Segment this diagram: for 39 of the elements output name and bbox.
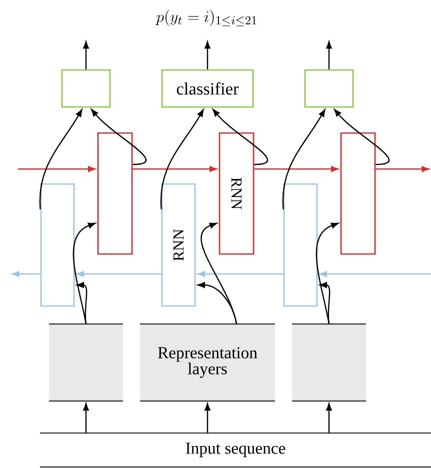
arrow xyxy=(132,166,217,172)
rnn-box xyxy=(40,183,75,307)
arrow xyxy=(18,166,96,172)
representation-box: Representation layers xyxy=(140,323,275,402)
arrow xyxy=(316,222,338,324)
rnn-box xyxy=(97,132,133,255)
arrow xyxy=(91,109,146,166)
arrow xyxy=(12,271,40,277)
arrow xyxy=(72,222,96,324)
arrow xyxy=(376,166,429,172)
rnn-box xyxy=(283,183,318,307)
arrow xyxy=(198,271,284,277)
arrow xyxy=(334,109,390,166)
rnn-box: RNN xyxy=(218,132,254,255)
input-band: Input sequence xyxy=(40,432,431,468)
arrow xyxy=(320,271,431,277)
arrow xyxy=(212,109,268,166)
arrow xyxy=(200,222,238,324)
arrow xyxy=(83,41,89,70)
representation-box xyxy=(292,323,366,402)
classifier-box xyxy=(304,69,354,108)
arrow xyxy=(326,403,332,433)
arrow xyxy=(83,403,89,433)
arrow xyxy=(254,166,338,172)
arrow xyxy=(204,41,210,70)
arrow xyxy=(204,403,210,433)
arrow xyxy=(76,271,162,277)
arrow xyxy=(76,282,88,324)
arrow xyxy=(320,282,330,324)
arrow xyxy=(326,41,332,70)
rnn-box xyxy=(340,132,376,255)
classifier-box xyxy=(61,69,111,108)
arrow xyxy=(282,109,326,210)
representation-box xyxy=(49,323,123,402)
classifier-box: classifier xyxy=(161,69,254,108)
arrow xyxy=(160,109,204,210)
rnn-box: RNN xyxy=(161,183,196,307)
output-formula: $p(y_t = i)_{1\leq i\leq 21}$ xyxy=(156,10,256,26)
arrow xyxy=(39,109,82,210)
